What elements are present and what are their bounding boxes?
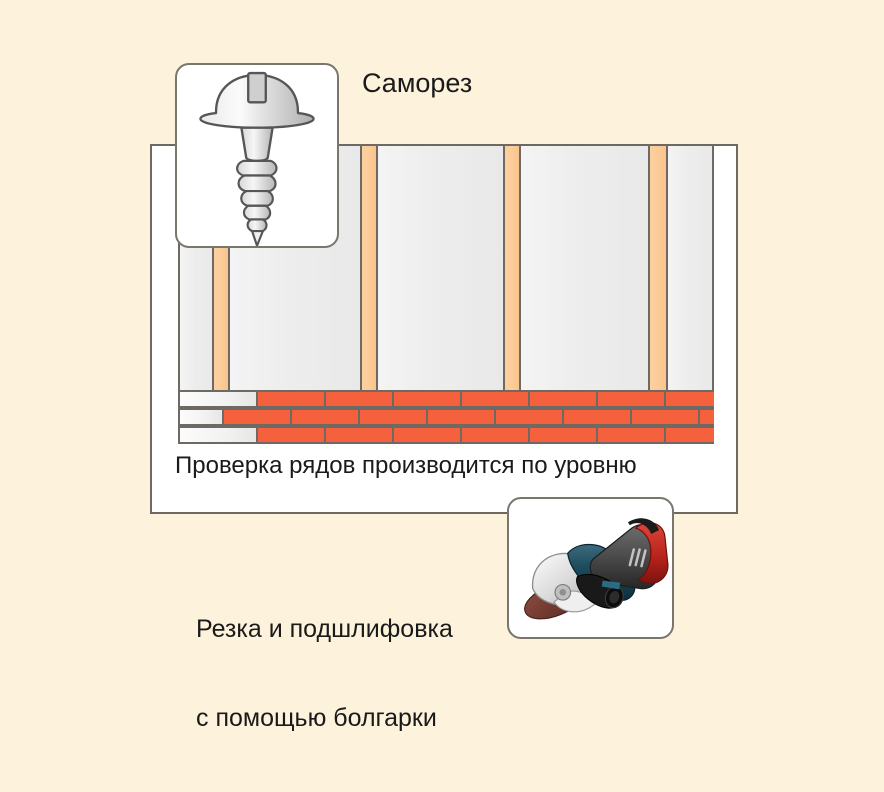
level-gauge-block: [178, 408, 224, 426]
brick: [664, 426, 714, 444]
brick: [630, 408, 700, 426]
brick: [392, 426, 462, 444]
brick: [698, 408, 714, 426]
brick: [596, 426, 666, 444]
brick-row: [178, 390, 714, 408]
cutting-label-line2: с помощью болгарки: [196, 703, 437, 732]
brick: [256, 426, 326, 444]
brick: [426, 408, 496, 426]
brick: [222, 408, 292, 426]
brick: [596, 390, 666, 408]
brick: [460, 426, 530, 444]
grinder-callout-card[interactable]: [507, 497, 674, 639]
brick: [290, 408, 360, 426]
diagram-canvas: Саморез Проверка рядов производится по у…: [150, 63, 738, 732]
wall-stud: [503, 146, 521, 392]
angle-grinder-icon: [524, 518, 669, 620]
cutting-label-line1: Резка и подшлифовка: [196, 615, 453, 643]
wall-stud: [360, 146, 378, 392]
brick: [528, 426, 598, 444]
brick: [324, 426, 394, 444]
self-tapping-screw-icon: [199, 71, 315, 246]
wall-stud: [648, 146, 668, 392]
brick: [324, 390, 394, 408]
level-gauge-block: [178, 426, 258, 444]
wall-panel: [376, 146, 505, 392]
brick: [256, 390, 326, 408]
cutting-label: Резка и подшлифовка с помощью болгарки: [196, 556, 453, 792]
wall-panel-area: [178, 146, 714, 392]
brick: [358, 408, 428, 426]
wall-panel: [519, 146, 650, 392]
brick: [494, 408, 564, 426]
screw-label: Саморез: [362, 68, 473, 98]
brick: [562, 408, 632, 426]
brick: [392, 390, 462, 408]
wall-panel: [666, 146, 714, 392]
level-check-label: Проверка рядов производится по уровню: [175, 452, 637, 479]
level-gauge-block: [178, 390, 258, 408]
brick-row: [178, 408, 714, 426]
brick-row: [178, 426, 714, 444]
brick: [460, 390, 530, 408]
brick-courses: [178, 390, 714, 444]
brick: [664, 390, 714, 408]
brick: [528, 390, 598, 408]
screw-callout-card[interactable]: [175, 63, 339, 248]
